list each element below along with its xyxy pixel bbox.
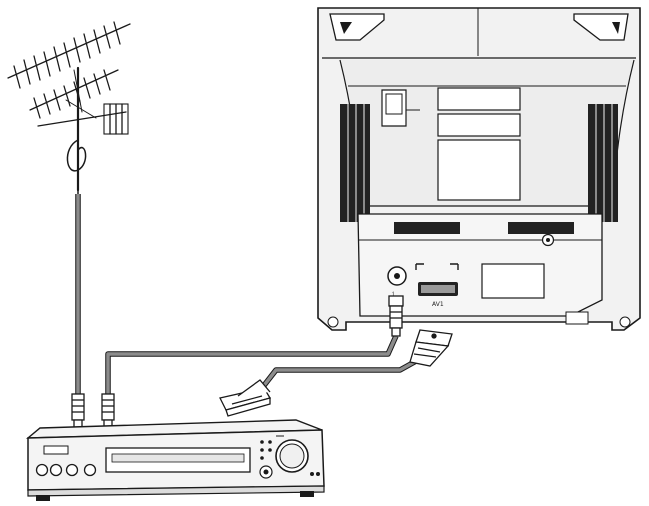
tv-rear-icon [317,7,641,331]
coax-plug-icon [71,393,85,429]
scart-plug-icon [219,379,271,417]
vcr-icon [26,419,325,501]
scart-cable [259,357,420,390]
antenna-icon [7,21,131,197]
scart-socket-icon [415,263,459,296]
antenna-socket-icon [387,266,407,286]
coax-plug-icon [388,295,404,337]
scart-socket-label: AV1 [432,301,444,308]
antenna-socket-label: ⥠ [392,291,395,298]
coax-plug-icon [101,393,115,429]
scart-plug-icon [409,329,453,367]
rf-cable [105,334,399,398]
